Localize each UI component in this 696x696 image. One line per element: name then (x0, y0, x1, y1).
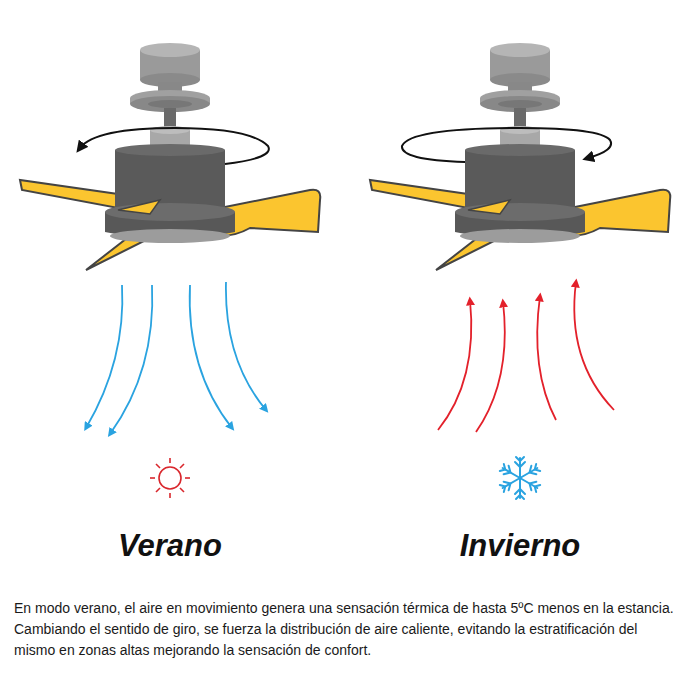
rotation-arrow (80, 128, 269, 164)
sun-icon (150, 458, 190, 498)
rotation-arrow (402, 128, 611, 162)
season-label: Invierno (460, 528, 581, 564)
caption: En modo verano, el aire en movimiento ge… (14, 598, 682, 661)
winter-fan (370, 43, 670, 270)
cool-airflow (86, 282, 266, 434)
snowflake-icon (499, 457, 540, 499)
summer-fan (20, 43, 320, 270)
warm-airflow (438, 282, 614, 432)
season-label: Verano (118, 528, 222, 564)
